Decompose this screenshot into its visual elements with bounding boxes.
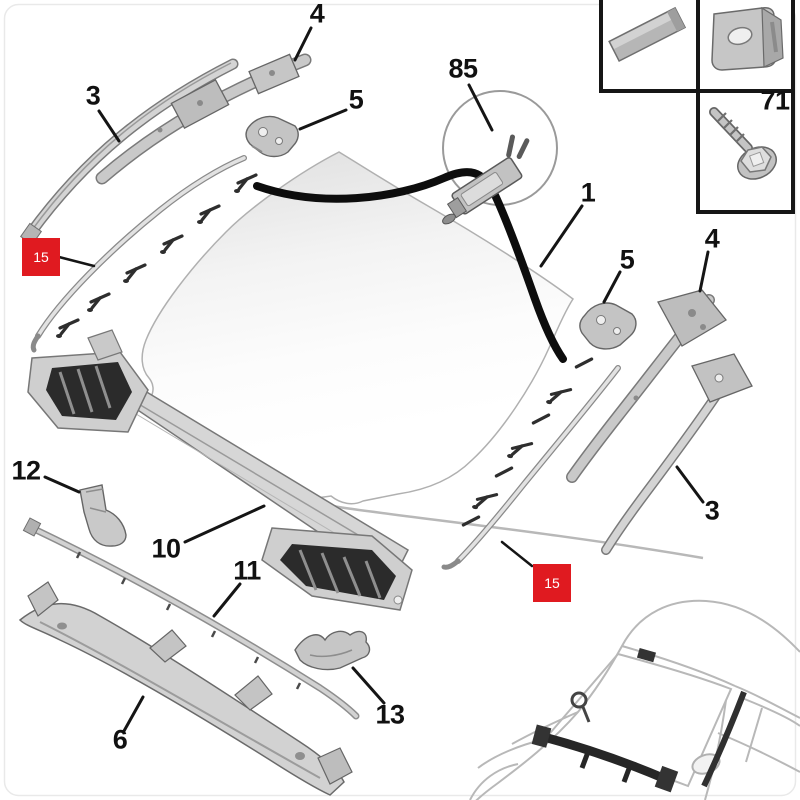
part-11-rail — [22, 517, 360, 720]
part-13-bracket — [294, 630, 371, 671]
part-1-windshield-glass — [141, 151, 575, 505]
callout-part-3-left: 3 — [85, 80, 101, 111]
callout-part-12: 12 — [11, 455, 41, 486]
callout-part-5-right: 5 — [619, 244, 635, 275]
part-15-right-strip — [441, 365, 621, 570]
part-85-sensor — [442, 134, 530, 225]
part-15-marker-left[interactable]: 15 — [22, 238, 60, 276]
callout-part-71: 71 — [760, 85, 790, 116]
callout-part-5-left: 5 — [348, 84, 364, 115]
screw-part-71 — [709, 107, 777, 180]
callout-part-1: 1 — [580, 177, 596, 208]
inset-box-fasteners — [599, 0, 795, 93]
leader-lines — [43, 26, 710, 733]
callout-part-85: 85 — [448, 53, 478, 84]
callout-part-3-right: 3 — [704, 495, 720, 526]
callout-part-4-left: 4 — [309, 0, 325, 29]
part-6-crossmember — [18, 581, 353, 796]
clip-nut-part — [711, 6, 784, 71]
vehicle-reference-drawing — [469, 599, 800, 800]
part-5-left-bracket — [245, 115, 299, 158]
callout-part-11: 11 — [233, 555, 261, 586]
part-3-right-rail — [601, 353, 753, 555]
part-5-right-bracket — [579, 302, 637, 350]
highlighted-cowl-on-vehicle — [531, 724, 679, 793]
highlighted-pillar-on-vehicle — [570, 647, 747, 788]
inset-box-screw-71 — [696, 89, 795, 214]
part-15-marker-right[interactable]: 15 — [533, 564, 571, 602]
part-4-left-rail — [95, 53, 312, 185]
callout-part-13: 13 — [375, 699, 405, 730]
part-15-left-strip — [30, 155, 247, 353]
foam-pad-part — [608, 6, 687, 63]
callout-part-10: 10 — [151, 533, 181, 564]
callout-part-4-right: 4 — [704, 223, 720, 254]
page-border — [3, 3, 797, 797]
part-12-clip — [79, 484, 127, 547]
callout-part-6: 6 — [112, 724, 128, 755]
part-10-cowl-panel — [27, 329, 413, 611]
part-4-right-rail — [566, 289, 727, 483]
